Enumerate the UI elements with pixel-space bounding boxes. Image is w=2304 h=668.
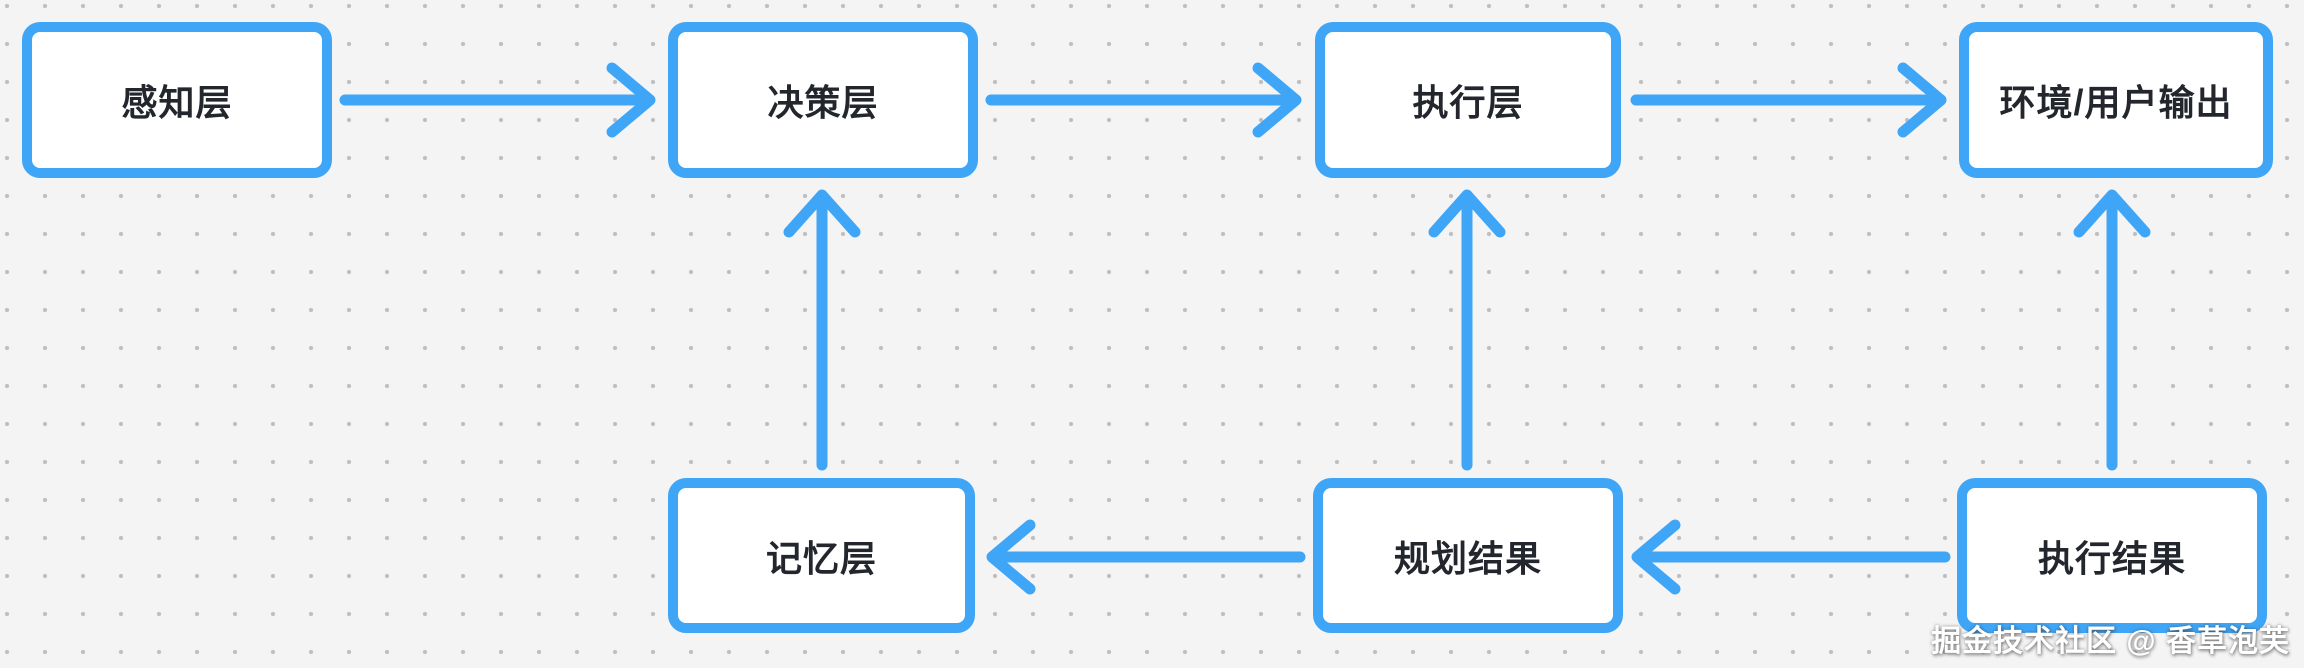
node-planning-result: 规划结果 <box>1313 478 1623 633</box>
node-label: 规划结果 <box>1393 537 1542 579</box>
arrow-execution-result-to-planning-result <box>1631 519 1951 595</box>
node-execution-layer: 执行层 <box>1315 22 1621 178</box>
node-label: 感知层 <box>121 82 233 123</box>
arrow-memory-to-decision <box>783 189 861 471</box>
node-label: 记忆层 <box>765 537 877 579</box>
arrow-planning-result-to-execution <box>1428 189 1506 471</box>
watermark: 掘金技术社区 @ 香草泡芙 <box>1931 625 2290 658</box>
arrow-planning-result-to-memory <box>986 519 1306 595</box>
node-memory-layer: 记忆层 <box>668 478 975 633</box>
arrow-execution-to-env-output <box>1630 62 1947 138</box>
node-execution-result: 执行结果 <box>1957 478 2267 633</box>
node-decision-layer: 决策层 <box>668 22 978 178</box>
node-label: 执行结果 <box>2037 537 2186 579</box>
node-label: 环境/用户输出 <box>1999 82 2233 123</box>
arrow-perception-to-decision <box>339 62 656 138</box>
arrow-execution-result-to-env-output <box>2073 189 2151 471</box>
arrow-decision-to-execution <box>985 62 1302 138</box>
node-env-user-output: 环境/用户输出 <box>1959 22 2273 178</box>
node-label: 执行层 <box>1412 82 1524 123</box>
node-perception-layer: 感知层 <box>22 22 332 178</box>
node-label: 决策层 <box>767 82 879 123</box>
